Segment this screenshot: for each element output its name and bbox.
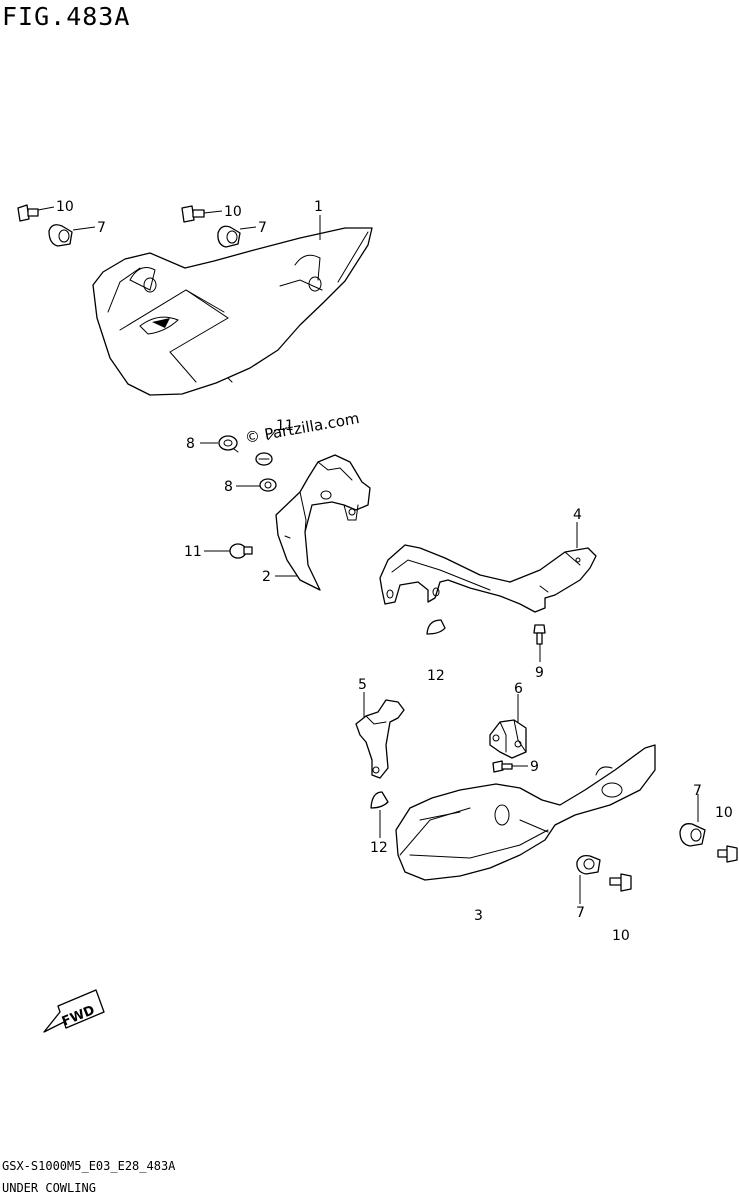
- under-cowling-part-3[interactable]: [395, 744, 656, 881]
- bolt-10-upper-left[interactable]: [17, 204, 39, 222]
- callout-10: 10: [612, 928, 630, 944]
- grommet-7-upper-mid[interactable]: [217, 225, 241, 248]
- callout-10: 10: [715, 805, 733, 821]
- callout-5: 5: [358, 677, 367, 693]
- under-cowling-part-1[interactable]: [92, 227, 373, 396]
- callout-6: 6: [514, 681, 523, 697]
- bracket-part-6[interactable]: [489, 719, 527, 759]
- callout-8: 8: [224, 479, 233, 495]
- callout-4: 4: [573, 507, 582, 523]
- callout-9: 9: [530, 759, 539, 775]
- callout-7: 7: [576, 905, 585, 921]
- clip-12-upper[interactable]: [426, 619, 446, 635]
- grommet-7-bottom[interactable]: [576, 854, 601, 875]
- callout-7: 7: [693, 783, 702, 799]
- callout-7: 7: [258, 220, 267, 236]
- figure-code: GSX-S1000M5_E03_E28_483A: [2, 1159, 176, 1173]
- callout-1: 1: [314, 199, 323, 215]
- stay-part-4[interactable]: [379, 544, 597, 613]
- bolt-10-bottom[interactable]: [609, 873, 632, 892]
- figure-title: FIG.483A: [2, 2, 131, 31]
- callout-2: 2: [262, 569, 271, 585]
- callout-8: 8: [186, 436, 195, 452]
- watermark: © Partzilla.com: [244, 409, 361, 447]
- screw-11-upper[interactable]: [255, 452, 273, 466]
- screw-11-lower[interactable]: [229, 543, 253, 559]
- callout-12: 12: [370, 840, 388, 856]
- clip-12-lower[interactable]: [370, 791, 389, 809]
- callout-10: 10: [224, 204, 242, 220]
- bolt-10-right[interactable]: [717, 845, 738, 863]
- bolt-9-upper[interactable]: [533, 624, 546, 645]
- callout-7: 7: [97, 220, 106, 236]
- figure-name: UNDER COWLING: [2, 1181, 96, 1195]
- fwd-arrow-icon: FWD: [43, 989, 105, 1033]
- nut-8-upper[interactable]: [218, 435, 239, 453]
- nut-8-lower[interactable]: [259, 478, 277, 492]
- bracket-part-5[interactable]: [355, 699, 405, 779]
- bolt-10-upper-mid[interactable]: [181, 205, 205, 223]
- bracket-part-2[interactable]: [275, 454, 371, 591]
- grommet-7-right[interactable]: [679, 823, 706, 847]
- bolt-9-lower[interactable]: [492, 760, 513, 773]
- callout-11: 11: [184, 544, 202, 560]
- callout-11: 11: [276, 418, 294, 434]
- callout-10: 10: [56, 199, 74, 215]
- callout-9: 9: [535, 665, 544, 681]
- grommet-7-upper-left[interactable]: [48, 224, 73, 247]
- callout-3: 3: [474, 908, 483, 924]
- callout-12: 12: [427, 668, 445, 684]
